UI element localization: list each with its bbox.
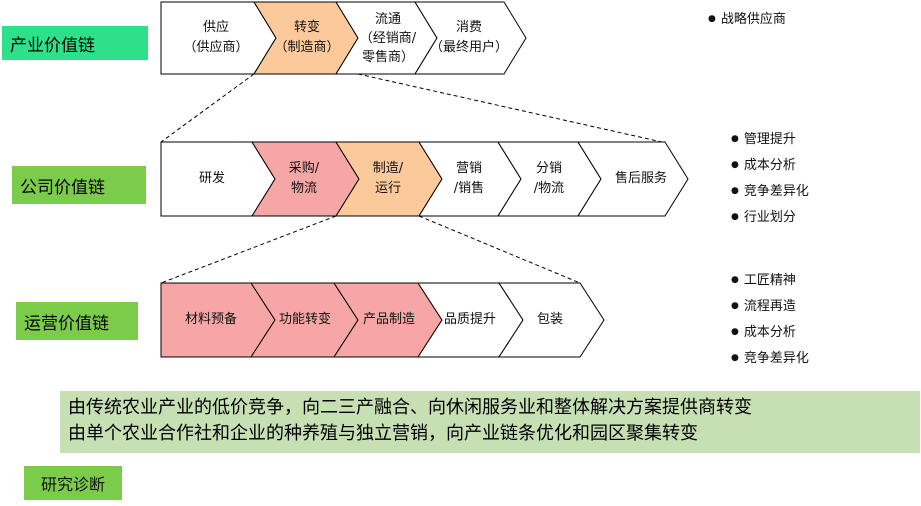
industry-chain-chevrons [160,1,527,75]
industry-bullet-1: 战略供应商 [708,7,786,33]
connector-left-2 [160,215,337,284]
operation-bullet-4: 竞争差异化 [731,346,809,372]
rnd-text: 研发 [162,149,262,209]
distribution-text: 流通 （经销商/ 零售商） [344,4,432,72]
company-bullet-4: 行业划分 [731,205,809,231]
company-chain-chevrons [160,141,689,217]
company-bullet-1: 管理提升 [731,127,809,153]
transform-line2: （制造商） [274,40,340,55]
summary-box: 由传统农业产业的低价竞争，向二三产融合、向休闲服务业和整体解决方案提供商转变 由… [60,391,920,453]
chevron-consumption [414,1,527,75]
distribution-line3: 零售商） [361,49,414,65]
chevron-packaging [498,282,605,358]
material-prep-text: 材料预备 [162,290,260,350]
material-prep-line1: 材料预备 [184,312,237,327]
procurement-line1: 采购/ [288,161,320,176]
company-bullets: 管理提升 成本分析 竞争差异化 行业划分 [731,127,809,231]
supply-line2: （供应商） [183,40,249,55]
summary-line-1: 由传统农业产业的低价竞争，向二三产融合、向休闲服务业和整体解决方案提供商转变 [68,397,752,418]
transform-line1: 转变 [293,20,320,35]
packaging-text: 包装 [508,290,592,350]
connector-right-2 [418,215,581,284]
distribution-logistics-line1: 分销 [535,161,562,176]
operation-bullet-2: 流程再造 [731,294,809,320]
company-bullet-3: 竞争差异化 [731,179,809,205]
after-sales-line1: 售后服务 [614,171,667,186]
supply-line1: 供应 [202,20,229,35]
consumption-line1: 消费 [455,20,482,35]
marketing-line2: /销售 [453,181,485,196]
connector-left-1 [160,73,255,143]
marketing-text: 营销 /销售 [428,149,510,209]
company-bullet-2: 成本分析 [731,153,809,179]
operation-bullets: 工匠精神 流程再造 成本分析 竞争差异化 [731,268,809,372]
operation-chain-chevrons [160,282,605,358]
manufacturing-line2: 运行 [374,181,401,196]
summary-line-2: 由单个农业合作社和企业的种养殖与独立营销，向产业链条优化和园区聚集转变 [68,423,698,444]
company-chain-label: 公司价值链 [12,166,146,204]
rnd-line1: 研发 [198,171,225,186]
distribution-logistics-line2: /物流 [533,181,565,196]
product-manufacturing-line1: 产品制造 [362,312,415,327]
distribution-line1: 流通 [374,11,401,27]
industry-bullets: 战略供应商 [708,7,786,33]
operation-bullet-1: 工匠精神 [731,268,809,294]
product-manufacturing-text: 产品制造 [346,290,432,350]
after-sales-text: 售后服务 [596,149,686,209]
research-diagnosis-label: 研究诊断 [24,466,122,500]
packaging-line1: 包装 [536,312,563,327]
procurement-text: 采购/ 物流 [262,149,346,209]
manufacturing-line1: 制造/ [372,161,404,176]
manufacturing-text: 制造/ 运行 [346,149,430,209]
quality-line1: 品质提升 [443,312,496,327]
distribution-logistics-text: 分销 /物流 [508,149,590,209]
function-transform-line1: 功能转变 [278,312,331,327]
chevron-after-sales [577,141,689,217]
function-transform-text: 功能转变 [262,290,348,350]
supply-text: 供应 （供应商） [162,8,270,68]
value-chain-diagram [160,1,689,358]
operation-bullet-3: 成本分析 [731,320,809,346]
consumption-line2: （最终用户） [429,40,508,55]
connector-right-1 [357,73,663,143]
industry-chain-label: 产业价值链 [2,26,148,60]
procurement-line2: 物流 [290,181,317,196]
quality-text: 品质提升 [428,290,512,350]
distribution-line2: （经销商/ [359,30,417,46]
consumption-text: 消费 （最终用户） [418,8,520,68]
operation-chain-label: 运营价值链 [16,302,138,340]
marketing-line1: 营销 [455,161,482,176]
transform-text: 转变 （制造商） [262,8,352,68]
